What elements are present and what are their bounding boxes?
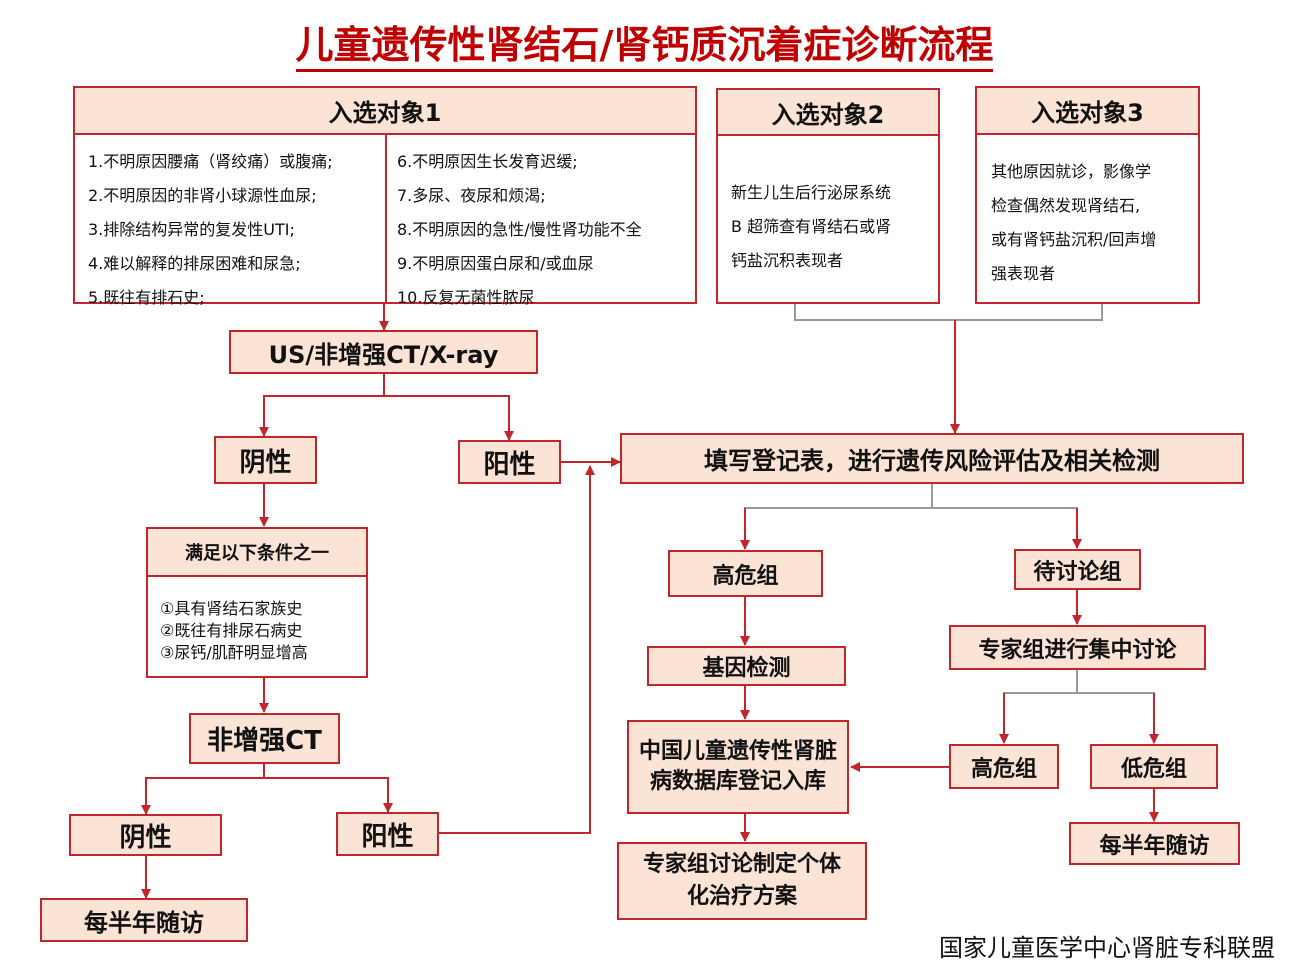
cohort-1-item: 7.多尿、夜尿和烦渴; [397,186,546,205]
cohort-2-title: 入选对象2 [718,90,938,136]
high-risk-box: 高危组 [668,550,823,597]
high-risk-2-box: 高危组 [949,744,1059,789]
expert-discussion-box: 专家组进行集中讨论 [949,625,1206,670]
cohort-1-item: 5.既往有排石史; [88,288,205,307]
negative-box: 阴性 [214,436,317,484]
followup-right-box: 每半年随访 [1069,822,1240,865]
cohort-3-title: 入选对象3 [977,88,1198,135]
cohort-1-title: 入选对象1 [75,88,695,135]
database-box: 中国儿童遗传性肾脏病数据库登记入库 [627,720,849,814]
footer-organization: 国家儿童医学中心肾脏专科联盟 [939,934,1275,962]
cohort-2-box: 入选对象2 新生儿生后行泌尿系统 B 超筛查有肾结石或肾 钙盐沉积表现者 [716,88,940,304]
registration-box: 填写登记表，进行遗传风险评估及相关检测 [620,433,1244,484]
cohort-2-line: 钙盐沉积表现者 [731,251,844,270]
cohort-3-line: 或有肾钙盐沉积/回声增 [991,230,1157,249]
treatment-box: 专家组讨论制定个体化治疗方案 [617,842,867,920]
cohort-2-line: B 超筛查有肾结石或肾 [731,217,892,236]
cohort-1-item: 1.不明原因腰痛（肾绞痛）或腹痛; [88,152,333,171]
cohort-3-line: 检查偶然发现肾结石, [991,196,1141,215]
cohort-3-line: 强表现者 [991,264,1056,283]
positive-box: 阳性 [458,440,561,484]
cohort-2-line: 新生儿生后行泌尿系统 [731,183,892,202]
cohort-3-box: 入选对象3 其他原因就诊，影像学 检查偶然发现肾结石, 或有肾钙盐沉积/回声增 … [975,86,1200,304]
cohort-1-item: 9.不明原因蛋白尿和/或血尿 [397,254,594,273]
page-title: 儿童遗传性肾结石/肾钙质沉着症诊断流程 [0,14,1289,72]
condition-item: ②既往有排尿石病史 [160,621,303,640]
cohort-1-item: 10.反复无菌性脓尿 [397,288,535,307]
conditions-title: 满足以下条件之一 [148,529,366,577]
cohort-1-item: 2.不明原因的非肾小球源性血尿; [88,186,317,205]
condition-item: ①具有肾结石家族史 [160,599,303,618]
noncontrast-ct-box: 非增强CT [189,713,340,764]
cohort-1-item: 8.不明原因的急性/慢性肾功能不全 [397,220,642,239]
condition-item: ③尿钙/肌酐明显增高 [160,643,308,662]
genetic-test-box: 基因检测 [647,646,846,686]
cohort-1-divider [385,133,387,302]
positive-2-box: 阳性 [336,812,439,856]
cohort-1-box: 入选对象1 1.不明原因腰痛（肾绞痛）或腹痛; 2.不明原因的非肾小球源性血尿;… [73,86,697,307]
cohort-1-item: 4.难以解释的排尿困难和尿急; [88,254,301,273]
cohort-3-line: 其他原因就诊，影像学 [991,162,1152,181]
cohort-1-item: 3.排除结构异常的复发性UTI; [88,220,295,239]
imaging-box: US/非增强CT/X-ray [229,330,538,374]
pending-box: 待讨论组 [1014,549,1141,590]
followup-left-box: 每半年随访 [40,898,248,942]
conditions-box: 满足以下条件之一 ①具有肾结石家族史 ②既往有排尿石病史 ③尿钙/肌酐明显增高 [146,527,368,678]
cohort-1-item: 6.不明原因生长发育迟缓; [397,152,578,171]
negative-2-box: 阴性 [69,814,222,856]
low-risk-box: 低危组 [1090,744,1218,789]
